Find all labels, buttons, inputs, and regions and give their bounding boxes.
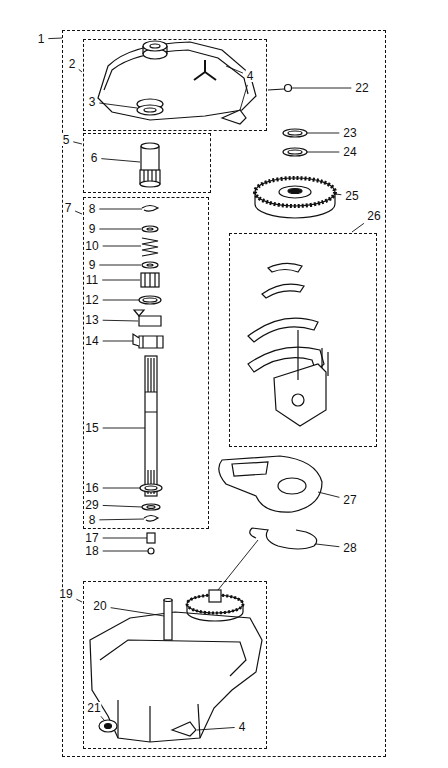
- callout-number: 13: [84, 314, 99, 326]
- leader-line: [99, 103, 137, 108]
- leader-line: [103, 341, 133, 342]
- callout-number: 2: [68, 58, 77, 70]
- leader-line: [99, 265, 141, 266]
- leader-line: [103, 488, 140, 489]
- callout-number: 4: [246, 70, 255, 82]
- shifter-assembly: [248, 263, 328, 426]
- callout-number: 7: [64, 202, 73, 214]
- leader-line: [101, 716, 104, 720]
- callout-number: 15: [84, 422, 99, 434]
- callout-number: 17: [84, 532, 99, 544]
- leader-line: [48, 38, 62, 40]
- pinion: [140, 143, 160, 187]
- leader-line: [240, 85, 247, 110]
- leader-line: [73, 142, 82, 144]
- callout-number: 3: [88, 96, 97, 108]
- callout-number: 16: [84, 482, 99, 494]
- group-box: 26: [229, 233, 377, 447]
- callout-number: 6: [90, 152, 99, 164]
- leader-line: [307, 152, 339, 153]
- callout-number: 23: [342, 127, 357, 139]
- base-washer: [99, 720, 117, 732]
- group-box: 2: [83, 39, 267, 131]
- leader-line: [103, 300, 139, 301]
- leader-line: [111, 608, 164, 616]
- callout-number: 20: [92, 600, 107, 612]
- gearcase-cover: [98, 41, 256, 120]
- callout-number: 22: [354, 82, 369, 94]
- callout-number: 4: [238, 721, 247, 733]
- agitator-shaft: [145, 356, 157, 496]
- leader-line: [352, 223, 364, 232]
- callout-number: 26: [366, 210, 381, 222]
- leader-line: [335, 194, 341, 196]
- leader-line: [197, 727, 235, 730]
- group-box: 12572619: [62, 30, 386, 757]
- drive-gear: [255, 178, 335, 218]
- callout-number: 12: [84, 294, 99, 306]
- callout-number: 28: [342, 542, 357, 554]
- callout-number: 8: [88, 514, 97, 526]
- group-box: 7: [83, 197, 209, 529]
- leader-line: [76, 599, 82, 602]
- leader-line: [103, 428, 145, 429]
- callout-number: 9: [88, 259, 97, 271]
- callout-number: 11: [85, 274, 99, 286]
- leader-line: [316, 544, 339, 547]
- callout-number: 19: [58, 588, 73, 600]
- grease-tube: [222, 110, 246, 124]
- grease-tube: [172, 722, 196, 736]
- leader-line: [103, 551, 148, 552]
- shaft-stack: [133, 206, 163, 349]
- pin: [268, 85, 292, 92]
- thrust-washers: [283, 129, 307, 156]
- leader-line: [307, 133, 339, 134]
- group-box: 5: [83, 133, 211, 193]
- callout-number: 14: [84, 335, 99, 347]
- leader-line: [99, 229, 141, 230]
- callout-number: 27: [342, 494, 357, 506]
- gearcase-base: [90, 590, 262, 742]
- leader-line: [99, 209, 142, 210]
- leader-line: [226, 66, 243, 73]
- shifter-spring: [250, 528, 317, 549]
- leader-line: [318, 492, 339, 497]
- leader-line: [103, 320, 138, 322]
- callout-number: 1: [37, 33, 46, 45]
- callout-number: 5: [62, 134, 71, 146]
- leader-line: [103, 246, 141, 247]
- callout-number: 9: [88, 223, 97, 235]
- callout-number: 29: [84, 499, 99, 511]
- leader-line: [75, 211, 82, 214]
- callout-number: 21: [86, 702, 101, 714]
- leader-line: [103, 538, 147, 539]
- callout-number: 18: [84, 545, 99, 557]
- leader-line: [79, 69, 82, 72]
- callout-number: 8: [88, 203, 97, 215]
- leader-line: [292, 88, 351, 89]
- leader-line: [99, 519, 144, 521]
- callout-number: 25: [344, 190, 359, 202]
- leader-line: [103, 505, 142, 507]
- leader-line: [102, 280, 140, 281]
- callout-number: 10: [84, 240, 99, 252]
- leader-line: [101, 159, 140, 162]
- shift-lever: [219, 456, 322, 512]
- callout-number: 24: [342, 146, 357, 158]
- bearing: [137, 99, 163, 115]
